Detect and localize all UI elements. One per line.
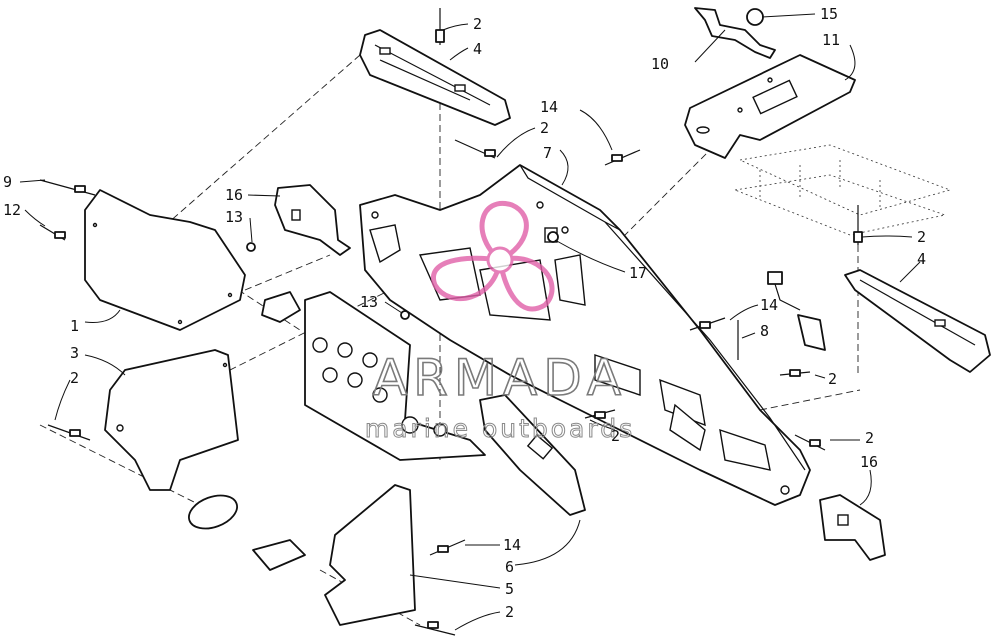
callout-16: 16	[860, 453, 878, 471]
armada-watermark: ARMADA marine outboards	[364, 200, 635, 444]
callout-8: 8	[760, 322, 769, 340]
callout-6: 6	[505, 558, 514, 576]
callout-labels: 2 4 15 10 11 14 2 7 9 12 16 13 17 2 4 1 …	[3, 5, 926, 621]
part-1-clip	[261, 291, 301, 323]
callout-15: 15	[820, 5, 838, 23]
oval-grommet	[188, 494, 238, 530]
callout-10: 10	[651, 55, 669, 73]
callout-4: 4	[917, 250, 926, 268]
callout-13: 13	[360, 293, 378, 311]
callout-4: 4	[473, 40, 482, 58]
callout-17: 17	[629, 264, 647, 282]
callout-16: 16	[225, 186, 243, 204]
callout-14: 14	[540, 98, 558, 116]
watermark-brand: ARMADA	[373, 349, 627, 407]
callout-7: 7	[543, 144, 552, 162]
part-1-side-panel	[84, 189, 246, 331]
part-3-panel	[104, 349, 239, 491]
callout-2: 2	[865, 429, 874, 447]
callout-2: 2	[611, 427, 620, 445]
part-6-gusset	[479, 394, 586, 516]
callout-5: 5	[505, 580, 514, 598]
callout-14: 14	[503, 536, 521, 554]
part-5-clip	[252, 539, 306, 571]
bolt-2-top	[435, 8, 445, 45]
part-16-bracket-right	[819, 494, 886, 561]
callout-2: 2	[70, 369, 79, 387]
callout-1: 1	[70, 317, 79, 335]
callout-2: 2	[473, 15, 482, 33]
callout-2: 2	[828, 370, 837, 388]
callout-2: 2	[540, 119, 549, 137]
watermark-tagline: marine outboards	[365, 414, 635, 443]
part-16-bracket-left	[274, 184, 351, 256]
part-4-right-rail	[844, 269, 991, 373]
part-11-ghost-frame	[733, 144, 952, 236]
armada-propeller-logo	[430, 200, 555, 312]
leader-lines	[19, 13, 921, 631]
part-11-mounting-plate	[684, 54, 856, 159]
part-7-main-frame	[359, 164, 811, 506]
part-10-bracket	[694, 7, 776, 59]
callout-11: 11	[822, 31, 840, 49]
part-5-lower-panel	[324, 484, 416, 626]
part-4-top-rail	[359, 29, 511, 126]
callout-2: 2	[917, 228, 926, 246]
fasteners	[39, 139, 863, 636]
callout-2: 2	[505, 603, 514, 621]
part-8-connector	[737, 271, 826, 360]
callout-9: 9	[3, 173, 12, 191]
callout-13: 13	[225, 208, 243, 226]
part-front-perforated-plate	[304, 291, 486, 461]
callout-3: 3	[70, 344, 79, 362]
callout-12: 12	[3, 201, 21, 219]
callout-14: 14	[760, 296, 778, 314]
